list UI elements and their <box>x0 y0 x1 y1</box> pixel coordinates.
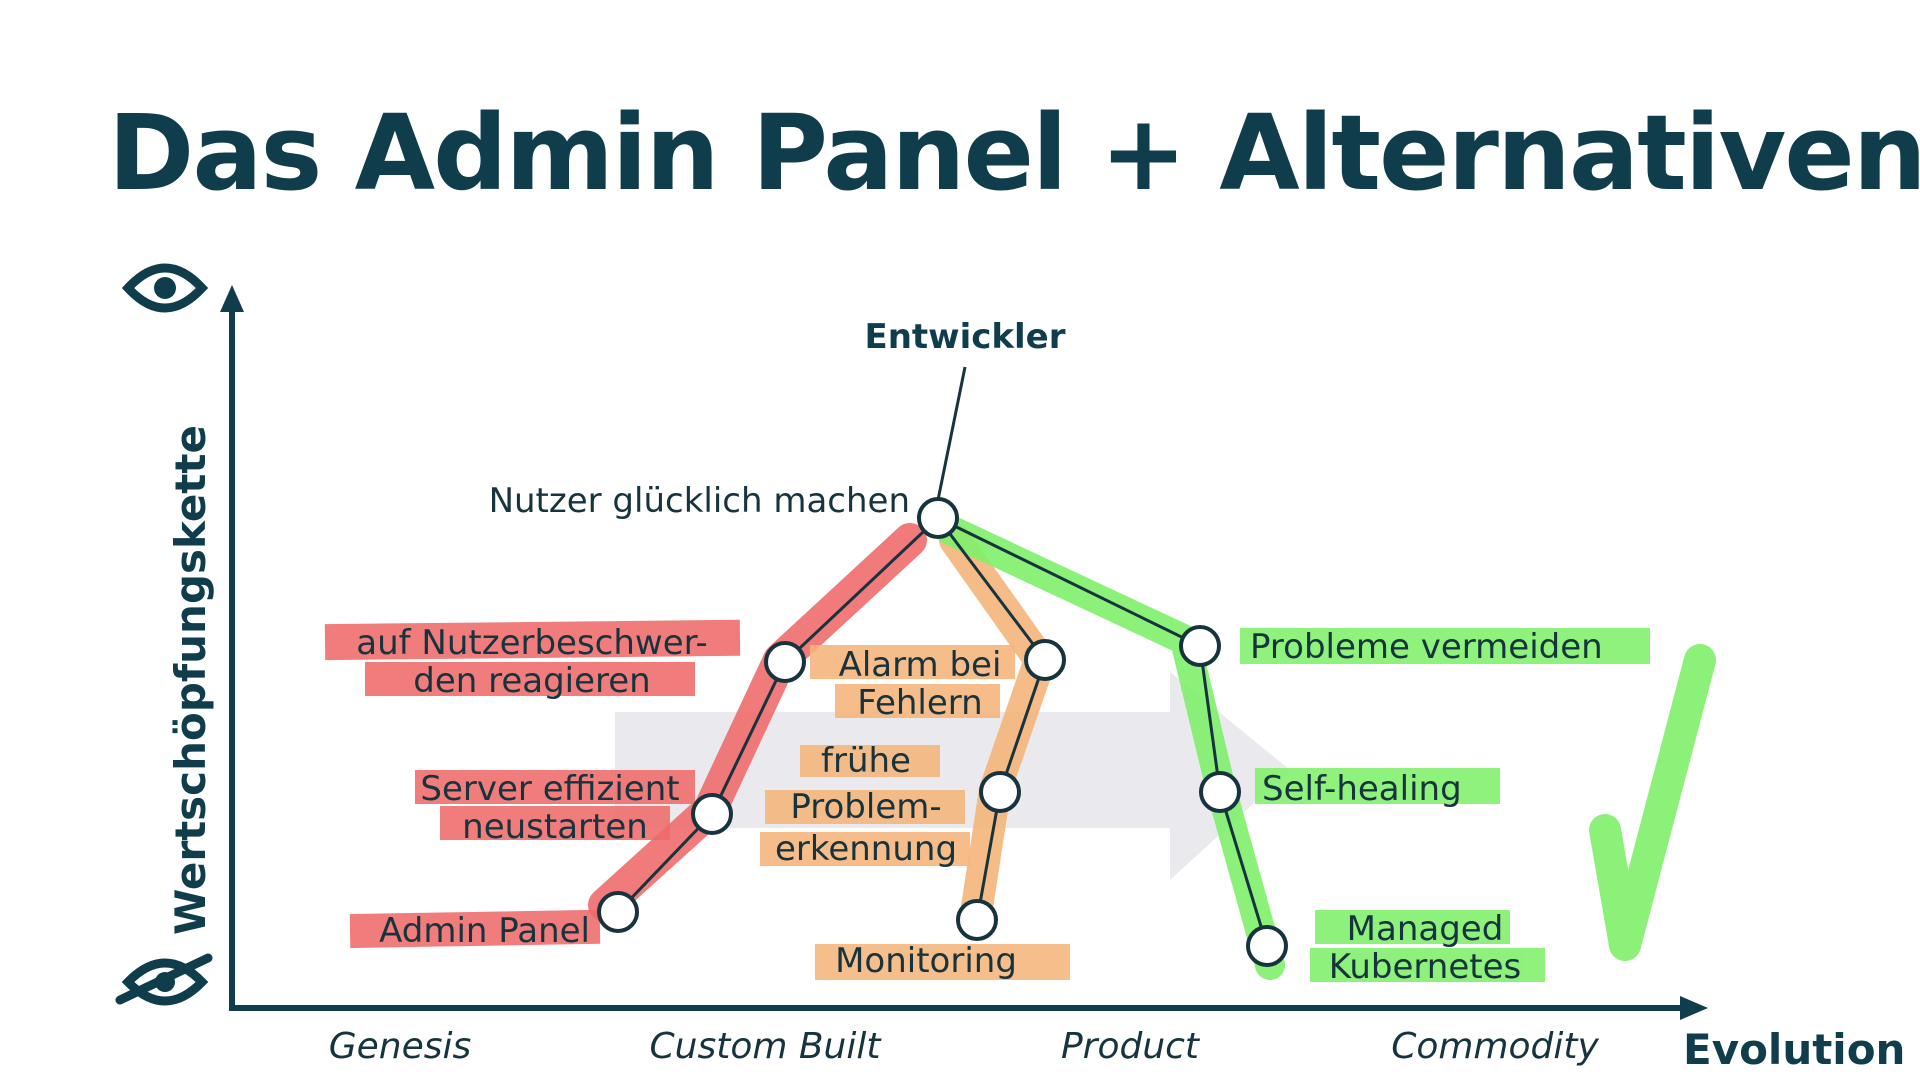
nodes <box>597 497 1288 967</box>
label-root: Nutzer glücklich machen <box>489 481 910 521</box>
edge-green2-green3 <box>1218 791 1269 947</box>
label-orange-3: Monitoring <box>835 941 1017 981</box>
label-red-1b: den reagieren <box>413 661 651 701</box>
highlight-orange-2a <box>800 745 940 777</box>
node-green-2 <box>1199 771 1241 813</box>
label-red-2b: neustarten <box>462 807 648 847</box>
node-orange-1 <box>1024 639 1066 681</box>
highlight-green-1 <box>1240 628 1650 664</box>
node-root <box>917 497 959 539</box>
edge-red2-red3 <box>616 812 714 914</box>
node-green-1 <box>1179 625 1221 667</box>
label-green-3b: Kubernetes <box>1329 947 1521 987</box>
highlight-red-2a <box>415 770 695 804</box>
x-axis-label: Evolution <box>1683 1025 1905 1074</box>
label-orange-2a: frühe <box>821 741 911 781</box>
highlight-orange-2c <box>760 832 970 866</box>
highlight-red-1b <box>365 662 695 696</box>
highlight-green-2 <box>1255 768 1500 804</box>
stage-commodity: Commodity <box>1391 1026 1599 1067</box>
y-axis-arrowhead <box>220 285 244 312</box>
edge-anchor-root <box>936 366 967 501</box>
edge-red1-red2 <box>710 661 787 815</box>
anchor-label: Entwickler <box>865 317 1066 357</box>
edge-root-orange1 <box>936 517 1047 661</box>
label-green-1: Probleme vermeiden <box>1250 627 1603 667</box>
edge-root-green1 <box>937 516 1201 648</box>
highlight-red-3 <box>349 909 601 949</box>
orange-highlight-stroke <box>939 524 1056 936</box>
edge-orange1-orange2 <box>998 659 1047 793</box>
label-red-3: Admin Panel <box>379 911 590 951</box>
red-highlight-stroke <box>588 523 927 922</box>
stage-genesis: Genesis <box>329 1026 472 1067</box>
label-orange-2c: erkennung <box>775 829 957 869</box>
label-orange-2b: Problem- <box>790 787 941 827</box>
edges <box>616 366 1269 947</box>
edge-green1-green2 <box>1198 645 1222 793</box>
check-icon <box>1589 644 1716 961</box>
x-axis-arrowhead <box>1680 996 1708 1020</box>
evolution-arrow-shape <box>615 672 1290 880</box>
label-orange-1b: Fehlern <box>857 683 982 723</box>
highlight-green-3b <box>1310 948 1545 982</box>
stage-product: Product <box>1061 1026 1201 1067</box>
eye-icon <box>121 263 209 313</box>
stage-custom-built: Custom Built <box>650 1026 883 1067</box>
edge-orange2-orange3 <box>975 791 1002 921</box>
label-red-1a: auf Nutzerbeschwer- <box>356 623 707 663</box>
node-red-3 <box>597 891 639 933</box>
node-orange-3 <box>956 899 998 941</box>
highlight-red-1a <box>324 619 741 661</box>
label-green-3a: Managed <box>1347 909 1504 949</box>
eye-crossed-icon <box>115 953 213 1006</box>
highlight-red-2b <box>440 806 670 840</box>
highlight-orange-3 <box>815 944 1070 980</box>
y-axis-label: Wertschöpfungskette <box>166 425 215 935</box>
node-red-1 <box>764 641 806 683</box>
node-red-2 <box>691 793 733 835</box>
highlight-orange-1a <box>810 645 1015 679</box>
label-green-2: Self-healing <box>1262 769 1462 809</box>
highlight-green-3a <box>1315 910 1510 944</box>
edge-root-red1 <box>783 516 940 664</box>
node-orange-2 <box>979 771 1021 813</box>
page-title: Das Admin Panel + Alternativen <box>108 92 1920 214</box>
node-green-3 <box>1246 925 1288 967</box>
label-red-2a: Server effizient <box>420 769 679 809</box>
highlight-orange-1b <box>835 684 1000 718</box>
highlight-orange-2b <box>765 790 965 824</box>
label-orange-1a: Alarm bei <box>839 645 1002 685</box>
label-highlights <box>324 619 1650 982</box>
